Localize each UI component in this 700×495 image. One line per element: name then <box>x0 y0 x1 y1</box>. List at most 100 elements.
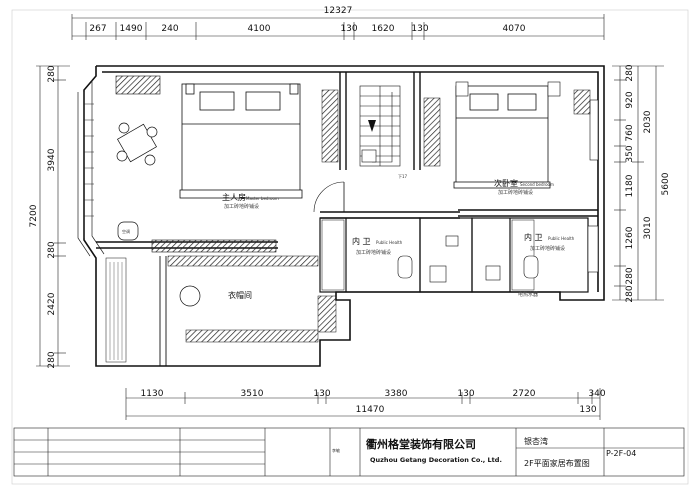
dim-top-6: 1620 <box>372 24 395 34</box>
designer-name: 李敏 <box>332 447 340 453</box>
master-lower-wardrobe <box>151 239 277 253</box>
dim-right-5: 1180 <box>625 174 635 197</box>
dim-top-2: 1490 <box>120 24 143 34</box>
sheet-border <box>11 9 689 485</box>
dim-bottom-6: 2720 <box>513 389 536 399</box>
bath1-room-name: 内 卫 <box>352 236 371 246</box>
dim-right-mid-2: 3010 <box>643 216 653 239</box>
closet-room-name: 衣帽间 <box>228 290 252 300</box>
top-dimensions <box>71 14 605 40</box>
closet-stool <box>179 285 201 307</box>
closet-walls <box>159 256 167 366</box>
dim-right-7: 280 <box>625 267 635 284</box>
dim-right-2: 920 <box>625 91 635 108</box>
dim-right-1: 280 <box>625 64 635 81</box>
master-room-name: 主人房 <box>222 192 246 202</box>
dim-bottom-3: 130 <box>313 389 330 399</box>
stair-landing-box <box>361 149 377 163</box>
dim-bottom-total: 11470 <box>356 405 385 415</box>
dim-bottom-5: 130 <box>457 389 474 399</box>
dim-top-8: 4070 <box>503 24 526 34</box>
bath2-toilet <box>523 255 539 279</box>
stair-left-wardrobe <box>321 89 339 163</box>
dim-left-3: 280 <box>47 241 57 258</box>
bath2-window <box>587 225 599 273</box>
dim-top-1: 267 <box>89 24 106 34</box>
dim-left-5: 280 <box>47 351 57 368</box>
stair-walls <box>339 72 421 170</box>
dim-top-3: 240 <box>161 24 178 34</box>
dim-left-4: 2420 <box>47 292 57 315</box>
dim-top-7: 130 <box>411 24 428 34</box>
dim-bottom-1: 1130 <box>141 389 164 399</box>
left-dimensions <box>36 65 70 367</box>
second-right-wardrobe <box>573 89 591 115</box>
dim-top-5: 130 <box>340 24 357 34</box>
dim-right-4: 350 <box>625 145 635 162</box>
dim-bottom-7: 340 <box>588 389 605 399</box>
dim-left-2: 3940 <box>47 148 57 171</box>
master-door-swing <box>313 181 345 213</box>
closet-right-wardrobe <box>317 295 337 333</box>
second-nightstand-right <box>547 81 561 97</box>
second-room-english: Second bedroom <box>520 182 554 187</box>
bath1-shower <box>321 219 345 291</box>
stair-arrow-icon <box>368 120 376 132</box>
company-name-cn: 衢州格堂装饰有限公司 <box>366 437 476 451</box>
second-nightstand-left <box>455 81 469 97</box>
dim-left-1: 280 <box>47 65 57 82</box>
bath1-toilet <box>397 255 413 279</box>
corridor-wall <box>320 211 460 219</box>
dim-top-4: 4100 <box>248 24 271 34</box>
dim-left-total: 7200 <box>29 204 39 227</box>
dim-bottom-4: 3380 <box>385 389 408 399</box>
bath1-room-note: 加工砖地砖铺设 <box>356 249 391 256</box>
dim-top-total: 12327 <box>324 6 353 16</box>
water-heater-label: 电热水器 <box>518 291 538 298</box>
utility-fixture <box>445 235 459 247</box>
stair-right-wardrobe <box>423 97 441 167</box>
dim-right-outer: 5600 <box>661 172 671 195</box>
bath2-room-name: 内 卫 <box>524 232 543 242</box>
dim-right-3: 760 <box>625 124 635 141</box>
ac-label: 空调 <box>122 228 130 234</box>
bottom-dimensions <box>125 388 601 420</box>
stair-label: 下17 <box>398 174 408 179</box>
dim-bottom-8: 130 <box>579 405 596 415</box>
bath2-shower <box>511 219 535 291</box>
dining-set <box>116 122 158 166</box>
company-name-en: Quzhou Getang Decoration Co., Ltd. <box>370 456 502 464</box>
master-bed <box>179 83 303 199</box>
second-room-note: 加工砖地砖铺设 <box>498 189 533 196</box>
second-right-window <box>589 99 599 161</box>
project-name: 银杏湾 <box>524 436 548 446</box>
master-room-english: Master bedroom <box>246 196 279 201</box>
ac-unit <box>117 221 139 241</box>
closet-bottom-rail <box>185 329 319 343</box>
bay-window-mullions <box>84 103 94 217</box>
drawing-title: 2F平面家居布置图 <box>524 458 590 468</box>
second-bed <box>453 85 551 189</box>
master-room-note: 加工砖地砖铺设 <box>224 203 259 210</box>
master-wardrobe-top <box>115 75 161 95</box>
bath2-room-note: 加工砖地砖铺设 <box>530 245 565 252</box>
dim-right-6: 1260 <box>625 226 635 249</box>
bath1-basin <box>429 265 447 283</box>
closet-left-shelving <box>105 257 127 363</box>
bath1-room-english: Public Health <box>376 240 403 245</box>
dim-bottom-2: 3510 <box>241 389 264 399</box>
closet-top-rail <box>167 255 319 267</box>
dim-right-mid-1: 2030 <box>643 110 653 133</box>
second-room-name: 次卧室 <box>494 178 518 188</box>
utility-basin <box>485 265 501 281</box>
bath2-room-english: Public Health <box>548 236 575 241</box>
right-dimensions <box>612 65 664 301</box>
stairwell <box>359 85 401 167</box>
closet-left-shelf-lines <box>109 262 123 360</box>
drawing-number: P-2F-04 <box>606 449 636 458</box>
second-bottom-wall <box>458 209 598 217</box>
title-block <box>13 427 685 477</box>
dim-right-8: 280 <box>625 285 635 302</box>
